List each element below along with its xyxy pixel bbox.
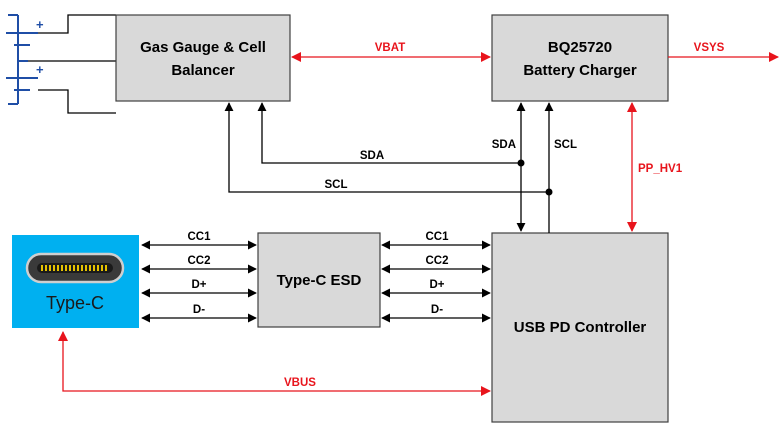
gas-gauge-label-line1: Gas Gauge & Cell [140, 39, 266, 56]
sda-label-vertical: SDA [492, 139, 516, 151]
vbat-label: VBAT [375, 42, 405, 54]
typec-label: Type-C [46, 293, 104, 313]
left-cc2-label: CC2 [187, 255, 210, 267]
pp-hv1-label: PP_HV1 [638, 163, 683, 175]
gas-gauge-block: Gas Gauge & Cell Balancer [115, 14, 291, 102]
left-cc1-label: CC1 [187, 231, 211, 243]
esd-block: Type-C ESD [257, 232, 381, 328]
esd-label: Type-C ESD [277, 272, 362, 289]
right-dplus-label: D+ [429, 279, 444, 291]
scl-junction-dot [545, 188, 553, 196]
pd-controller-block: USB PD Controller [491, 232, 669, 423]
battery-wire-bottom [38, 89, 116, 114]
left-dplus-label: D+ [191, 279, 206, 291]
sda-horizontal-wire [257, 102, 521, 164]
charger-label-line1: BQ25720 [548, 39, 612, 56]
vbus-arrow [58, 331, 491, 396]
right-dminus-label: D- [431, 304, 443, 316]
charger-block: BQ25720 Battery Charger [491, 14, 669, 102]
typec-connector: Type-C [12, 235, 139, 328]
battery-stack-icon [6, 14, 38, 105]
left-dminus-label: D- [193, 304, 205, 316]
right-cc1-label: CC1 [425, 231, 449, 243]
charger-label-line2: Battery Charger [523, 62, 637, 79]
vbus-label: VBUS [284, 377, 316, 389]
scl-label-vertical: SCL [554, 139, 577, 151]
sda-junction-dot [517, 159, 525, 167]
vsys-label: VSYS [694, 42, 725, 54]
sda-label-horizontal: SDA [360, 150, 384, 162]
pd-controller-label: USB PD Controller [514, 319, 647, 336]
battery-plus-2: + [36, 62, 44, 77]
scl-horizontal-wire [224, 102, 549, 193]
battery-wire-top [38, 14, 116, 34]
gas-gauge-label-line2: Balancer [171, 62, 235, 79]
battery-plus-1: + [36, 17, 44, 32]
right-cc2-label: CC2 [425, 255, 448, 267]
scl-label-horizontal: SCL [325, 179, 348, 191]
